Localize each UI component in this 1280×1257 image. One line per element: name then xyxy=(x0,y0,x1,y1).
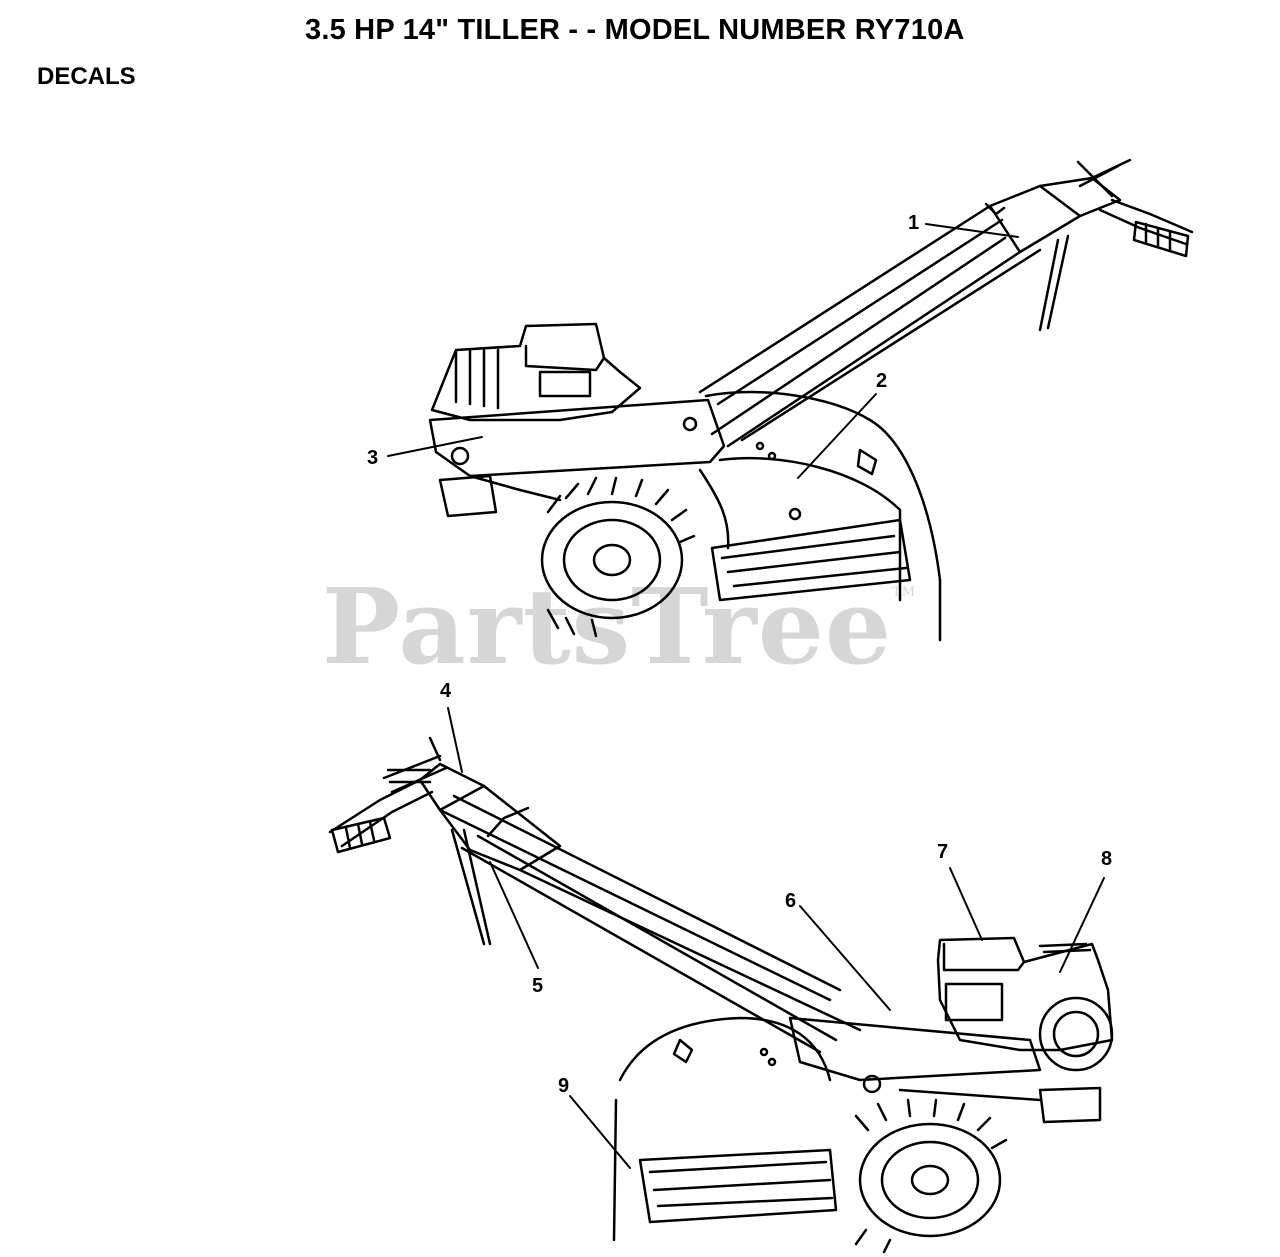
section-heading: DECALS xyxy=(37,63,136,90)
tiller-top-view xyxy=(428,158,1194,642)
tiller-bottom-view xyxy=(328,736,1114,1254)
watermark-trademark: TM xyxy=(892,585,917,600)
leader-lines-top xyxy=(387,223,1019,479)
callout-8: 8 xyxy=(1101,848,1113,870)
callout-6: 6 xyxy=(785,890,797,912)
leader-lines-bottom xyxy=(447,707,1105,1169)
watermark-text: PartsTree xyxy=(322,565,893,688)
callout-2: 2 xyxy=(876,370,888,392)
callout-3: 3 xyxy=(367,447,379,469)
callout-1: 1 xyxy=(908,212,920,234)
callout-7: 7 xyxy=(937,841,949,863)
watermark: PartsTreeTM xyxy=(322,565,916,688)
page-title: 3.5 HP 14" TILLER - - MODEL NUMBER RY710… xyxy=(305,14,965,46)
callout-5: 5 xyxy=(532,975,544,997)
callout-4: 4 xyxy=(440,680,452,702)
callout-9: 9 xyxy=(558,1075,570,1097)
